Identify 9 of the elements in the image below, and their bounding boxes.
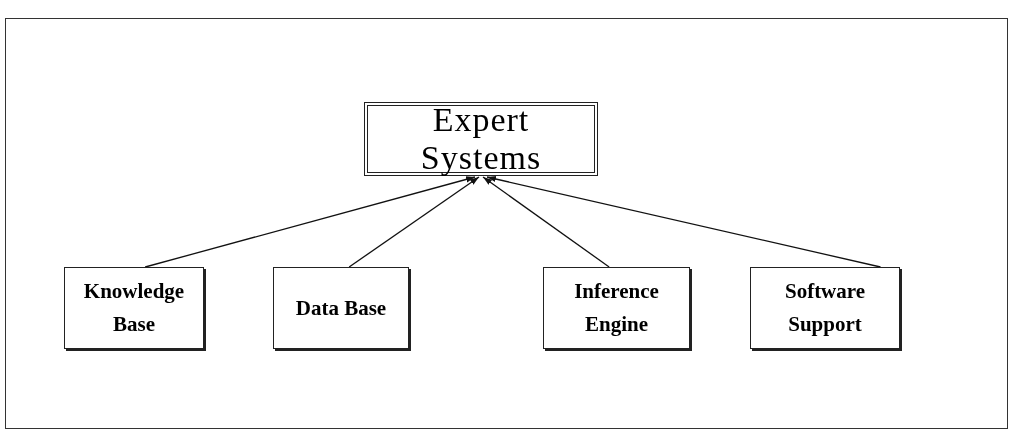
- arrow: [486, 175, 882, 268]
- arrow: [348, 176, 480, 268]
- title-box: Expert Systems: [364, 102, 598, 176]
- process-box: Inference Engine: [543, 267, 690, 349]
- process-box: Knowledge Base: [64, 267, 204, 349]
- arrow: [482, 176, 610, 268]
- process-box: Data Base: [273, 267, 409, 349]
- arrow: [144, 176, 476, 268]
- process-box: Software Support: [750, 267, 900, 349]
